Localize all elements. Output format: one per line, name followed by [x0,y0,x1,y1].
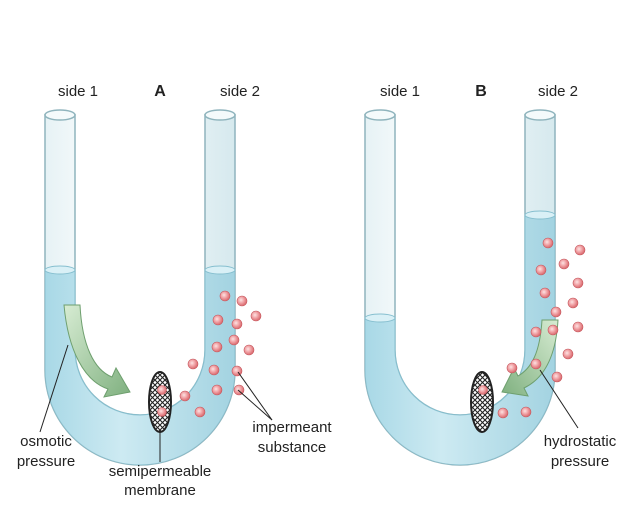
osmotic-arrow [63,304,131,398]
hydrostatic-arrow [501,319,559,397]
particle [562,348,574,360]
particle [157,385,167,395]
membrane-b [470,371,494,433]
impermeant-label-1: impermeant [252,419,332,436]
particle [567,297,579,309]
particle [550,306,562,318]
particle [530,358,542,370]
particle [157,407,167,417]
tube-opening-b-right [524,109,556,121]
water-a [45,269,235,465]
side-1-label-b: side 1 [380,83,420,100]
particle [179,390,191,402]
particle [572,277,584,289]
water-surface-b-left [364,313,396,323]
particle [212,314,224,326]
particle [250,310,262,322]
particle [530,326,542,338]
particle [506,362,518,374]
tube-opening-a-right [204,109,236,121]
hydrostatic-pressure-label-2: pressure [551,453,609,470]
tube-opening-a-left [44,109,76,121]
particle [231,318,243,330]
impermeant-label-2: substance [258,439,326,456]
particle [542,237,554,249]
particle [574,244,586,256]
water-b [365,214,555,465]
side-2-label-a: side 2 [220,83,260,100]
membrane-label-1: semipermeable [109,463,212,480]
tube-opening-b-left [364,109,396,121]
leader-lines-b [539,369,579,429]
particle [520,406,532,418]
particle [551,371,563,383]
particle [558,258,570,270]
panel-a: side 1 A side 2 osmotic pressure semiper… [17,83,333,499]
side-2-label-b: side 2 [538,83,578,100]
particle [547,324,559,336]
particle [194,406,206,418]
osmotic-pressure-label-1: osmotic [20,433,72,450]
water-surface-a-right [204,265,236,275]
particle [539,287,551,299]
particle [187,358,199,370]
particle [219,290,231,302]
particle [478,385,488,395]
particle [211,384,223,396]
particle [211,341,223,353]
water-surface-a-left [44,265,76,275]
membrane-a [148,371,172,433]
particle [208,364,220,376]
particle [228,334,240,346]
panel-b-letter: B [475,83,487,100]
particle [535,264,547,276]
particle [572,321,584,333]
particles-b [478,237,586,419]
hydrostatic-pressure-label-1: hydrostatic [544,433,617,450]
water-surface-b-right [524,210,556,220]
osmotic-pressure-label-2: pressure [17,453,75,470]
membrane-label-2: membrane [124,482,196,499]
leader-lines-a [39,344,273,462]
particle [231,365,243,377]
particles-a [157,290,262,418]
particle [236,295,248,307]
side-1-label-a: side 1 [58,83,98,100]
panel-b: side 1 B side 2 hydrostatic pressure [364,83,617,470]
panel-a-letter: A [154,83,166,100]
particle [497,407,509,419]
particle [243,344,255,356]
